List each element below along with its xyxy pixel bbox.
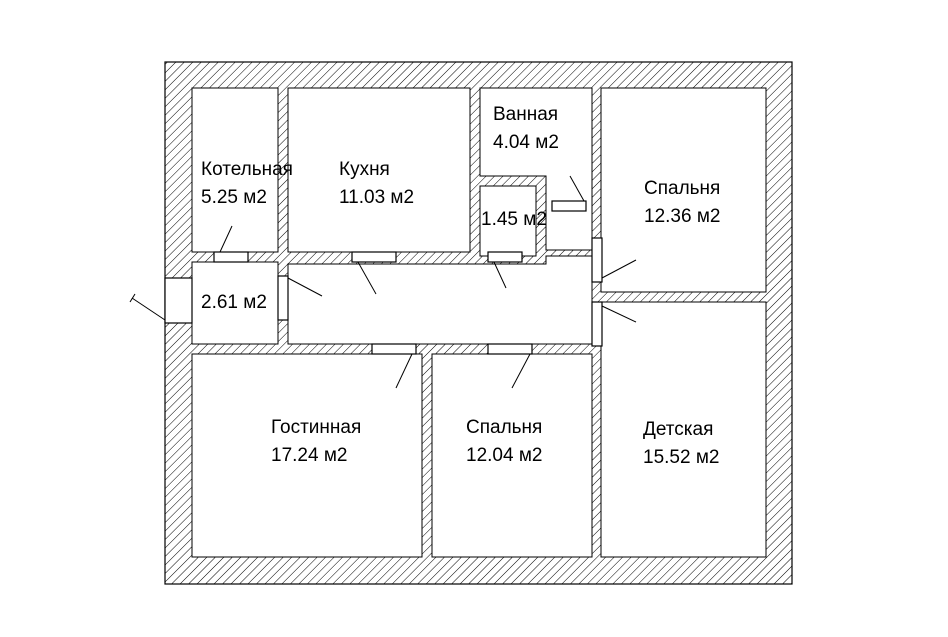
door-living <box>371 343 417 355</box>
door-entrance <box>164 277 193 324</box>
door-kids <box>591 301 603 347</box>
label-kids-area: 15.52 м2 <box>643 447 719 468</box>
door-kids-swing <box>601 305 637 323</box>
label-bedroom2-area: 12.04 м2 <box>466 445 542 466</box>
room-labels: Котельная 5.25 м2 Кухня 11.03 м2 Ванная … <box>201 104 720 468</box>
door-bedroom1-swing <box>601 259 637 279</box>
door-wc-swing <box>493 261 507 289</box>
label-bath-name: Ванная <box>493 104 558 125</box>
door-bedroom2-swing <box>511 353 531 389</box>
doors <box>129 175 637 389</box>
label-bedroom1-area: 12.36 м2 <box>644 206 720 227</box>
label-boiler-area: 5.25 м2 <box>201 187 267 208</box>
room-kitchen <box>287 87 471 253</box>
door-hall <box>277 275 289 321</box>
label-bedroom2-name: Спальня <box>466 417 542 438</box>
room-wc <box>479 185 537 257</box>
door-entrance-swing <box>131 297 166 321</box>
label-bedroom1-name: Спальня <box>644 178 720 199</box>
door-living-swing <box>395 353 413 389</box>
label-wc-area: 1.45 м2 <box>481 209 547 230</box>
label-living-area: 17.24 м2 <box>271 445 347 466</box>
label-kitchen-area: 11.03 м2 <box>339 187 414 208</box>
room-bedroom1 <box>600 87 767 293</box>
room-kids <box>600 301 767 558</box>
door-bath <box>551 200 587 212</box>
door-bedroom2 <box>487 343 533 355</box>
door-kitchen <box>351 251 397 263</box>
rooms <box>191 87 767 558</box>
door-boiler <box>213 251 249 263</box>
room-living <box>191 353 423 558</box>
label-living-name: Гостинная <box>271 417 361 438</box>
label-kids-name: Детская <box>643 419 713 440</box>
door-wc <box>487 251 523 263</box>
label-bath-area: 4.04 м2 <box>493 132 559 153</box>
door-boiler-swing <box>219 225 233 253</box>
door-bath-swing <box>569 175 585 202</box>
label-kitchen-name: Кухня <box>339 159 390 180</box>
room-hall <box>191 261 279 345</box>
door-kitchen-swing <box>357 261 377 295</box>
door-bedroom1 <box>591 237 603 283</box>
room-boiler <box>191 87 279 253</box>
label-boiler-name: Котельная <box>201 159 293 180</box>
room-corridor <box>287 255 593 345</box>
label-hall-area: 2.61 м2 <box>201 292 267 313</box>
door-hall-swing <box>287 277 323 297</box>
